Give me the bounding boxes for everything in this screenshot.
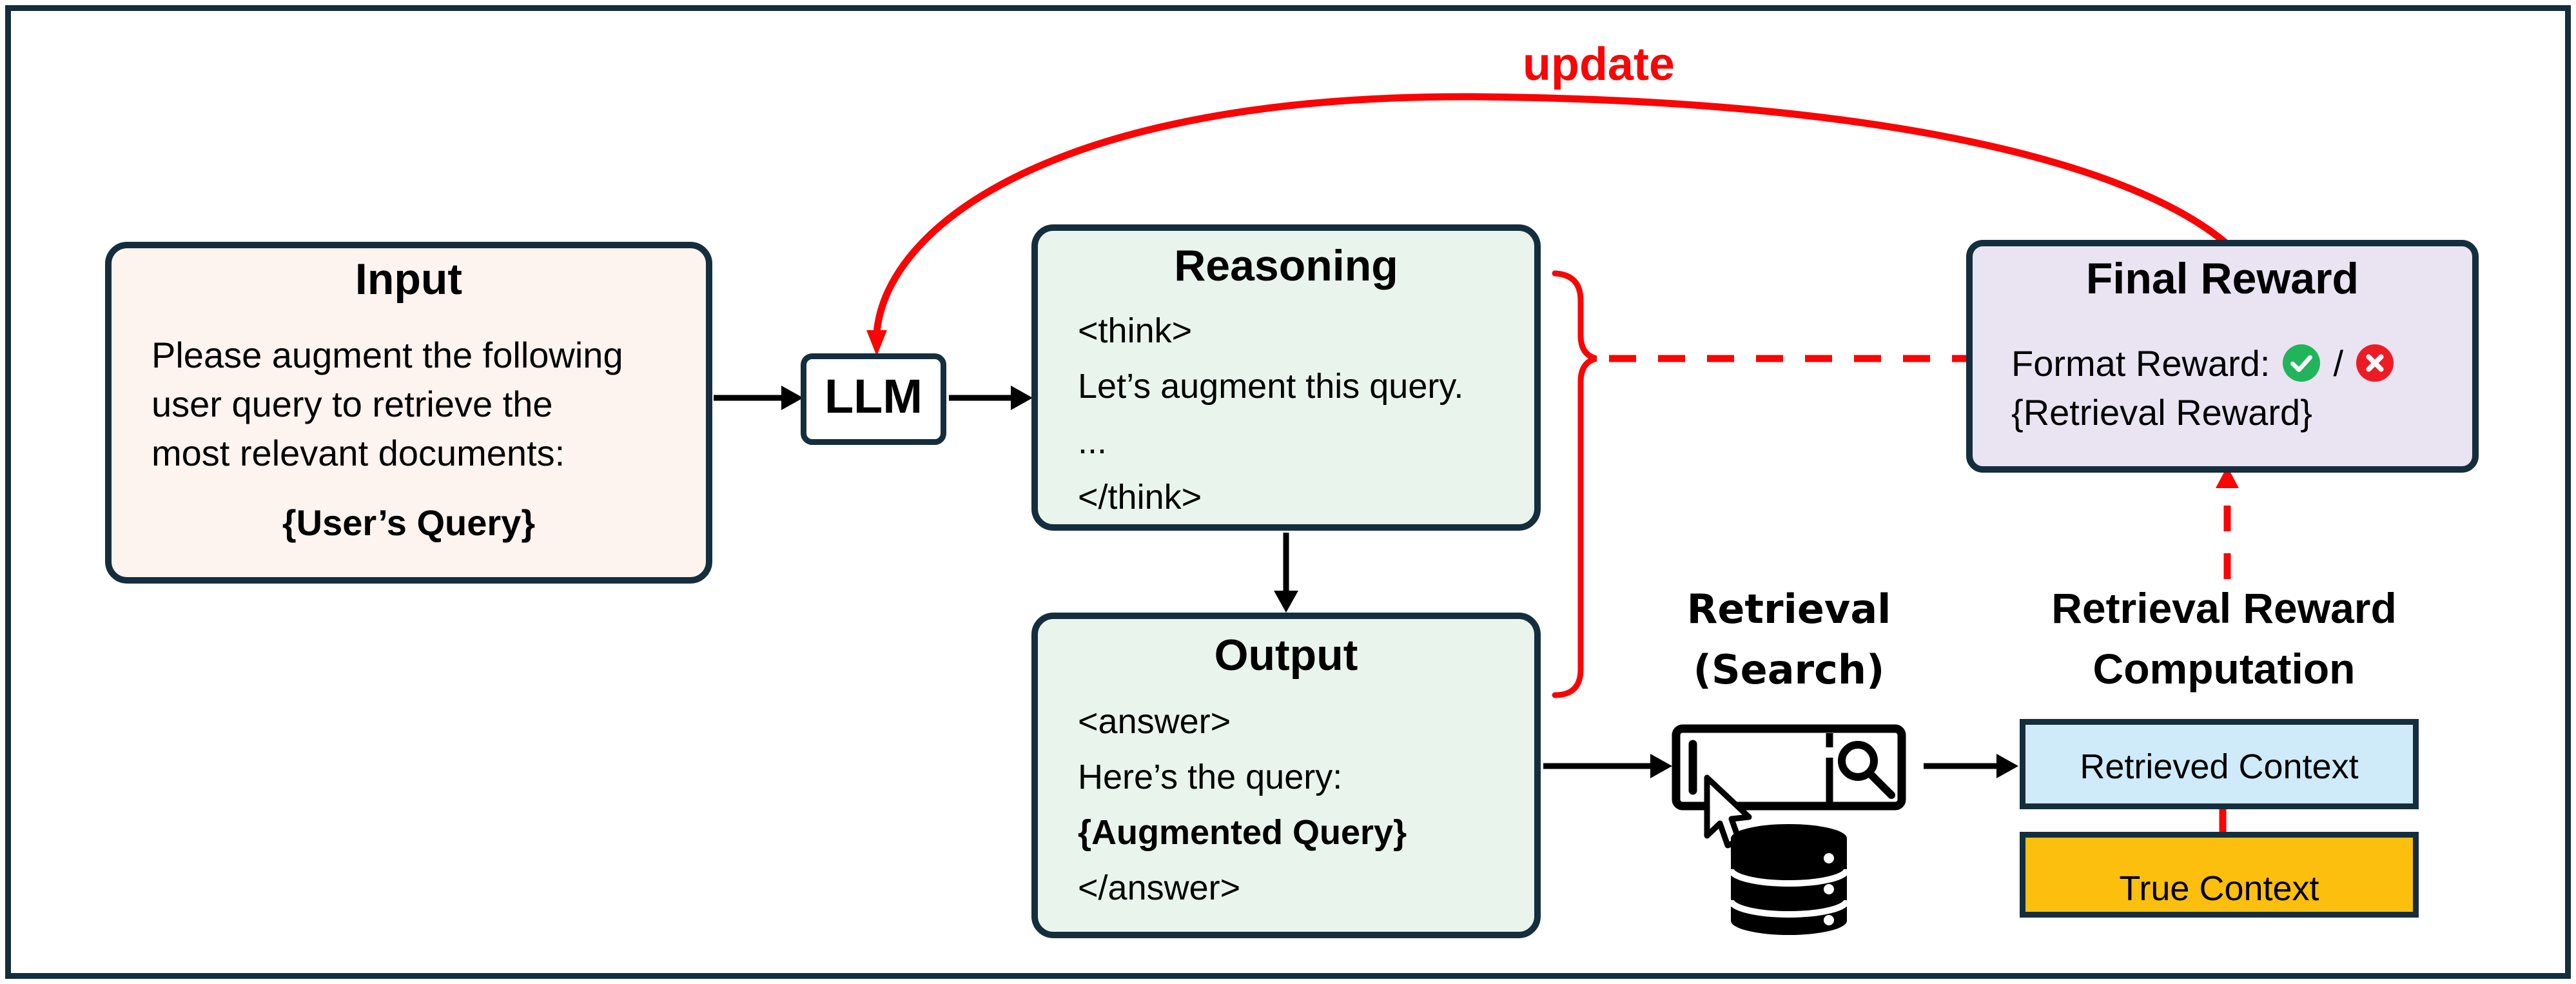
- final-reward-box: Final Reward Format Reward: / {Retrieval…: [1966, 240, 2479, 473]
- llm-label: LLM: [824, 369, 923, 423]
- true-context-box: True Context: [2020, 832, 2419, 918]
- output-line: <answer>: [1078, 702, 1231, 741]
- output-box: Output <answer> Here’s the query: {Augme…: [1031, 613, 1541, 938]
- reasoning-title: Reasoning: [1174, 241, 1398, 290]
- retrieval-label-line1: Retrieval: [1686, 585, 1891, 633]
- reasoning-box: Reasoning <think> Let’s augment this que…: [1031, 224, 1541, 531]
- rrc-label-line2: Computation: [2093, 645, 2356, 693]
- true-context-label: True Context: [2119, 869, 2319, 908]
- retrieved-context-box: Retrieved Context: [2020, 719, 2419, 809]
- check-circle-icon: [2283, 344, 2321, 382]
- reasoning-line: <think>: [1078, 311, 1193, 350]
- retrieved-context-label: Retrieved Context: [2080, 747, 2359, 786]
- outer-frame: [5, 5, 2571, 979]
- final-reward-title: Final Reward: [2085, 254, 2359, 303]
- reward-separator: /: [2333, 342, 2343, 384]
- reasoning-line: </think>: [1078, 478, 1202, 517]
- x-circle-icon: [2356, 344, 2394, 382]
- input-query-placeholder: {User’s Query}: [282, 502, 536, 543]
- output-line: Here’s the query:: [1078, 758, 1343, 796]
- input-line: user query to retrieve the: [151, 384, 553, 424]
- output-title: Output: [1214, 631, 1358, 680]
- llm-box: LLM: [801, 353, 946, 445]
- format-reward-label: Format Reward:: [2011, 342, 2270, 384]
- retrieval-label-line2: (Search): [1693, 646, 1885, 693]
- rrc-label-line1: Retrieval Reward: [2051, 584, 2397, 632]
- retrieval-reward-computation-label: Retrieval Reward Computation: [1995, 578, 2453, 699]
- output-line: </answer>: [1078, 869, 1241, 907]
- reasoning-line: Let’s augment this query.: [1078, 367, 1464, 406]
- input-line: most relevant documents:: [151, 433, 565, 473]
- retrieval-search-label: Retrieval (Search): [1654, 579, 1924, 700]
- reasoning-line: ...: [1078, 422, 1107, 461]
- input-title: Input: [355, 255, 463, 304]
- input-line: Please augment the following: [151, 335, 623, 375]
- retrieval-reward-placeholder: {Retrieval Reward}: [2011, 391, 2312, 433]
- output-augmented-query: {Augmented Query}: [1078, 813, 1407, 852]
- input-box: Input Please augment the following user …: [105, 242, 712, 584]
- update-label: update: [1522, 39, 1675, 90]
